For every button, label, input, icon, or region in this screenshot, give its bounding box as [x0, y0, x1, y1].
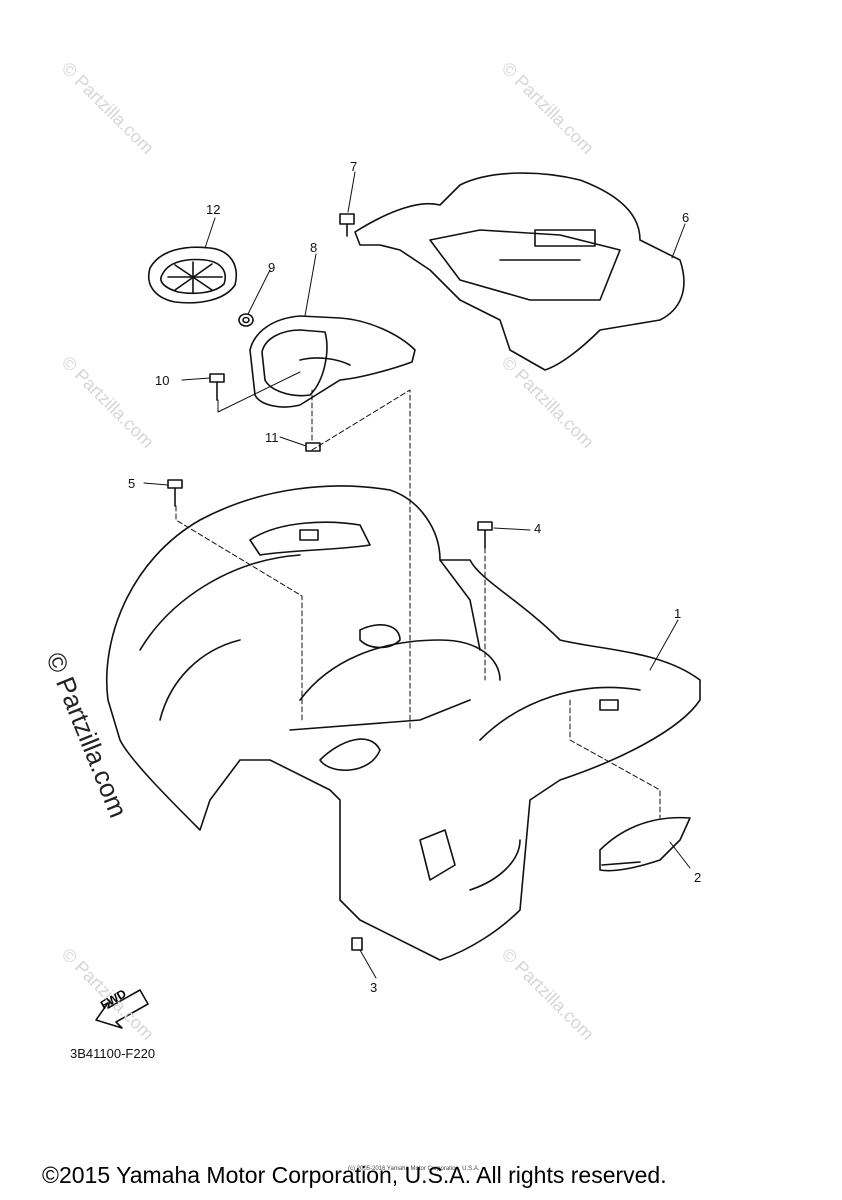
callout-12: 12 — [206, 202, 221, 217]
bolt-4 — [477, 521, 493, 549]
callout-10: 10 — [155, 373, 170, 388]
duct-cover — [249, 315, 416, 408]
clip — [351, 937, 363, 951]
leader-lines — [143, 171, 691, 979]
callout-11: 11 — [265, 430, 279, 445]
carrier-cover — [354, 172, 685, 371]
bolt-10 — [209, 373, 225, 401]
cap — [148, 246, 237, 304]
callout-3: 3 — [370, 980, 378, 995]
nut — [305, 442, 321, 452]
callout-9: 9 — [268, 260, 276, 275]
screw-7 — [339, 213, 355, 237]
callout-7: 7 — [350, 159, 358, 174]
mud-flap — [599, 816, 691, 872]
callout-6: 6 — [682, 210, 690, 225]
rear-fender — [105, 485, 701, 961]
fwd-arrow — [95, 989, 149, 1029]
callout-1: 1 — [674, 606, 682, 621]
part-code: 3B41100-F220 — [70, 1046, 156, 1061]
bolt-5 — [167, 479, 183, 507]
copyright-notice: ©2015 Yamaha Motor Corporation, U.S.A. A… — [42, 1162, 667, 1188]
callout-4: 4 — [534, 521, 542, 536]
grommet — [238, 313, 254, 327]
callout-8: 8 — [310, 240, 318, 255]
callout-2: 2 — [694, 870, 702, 885]
callout-5: 5 — [128, 476, 136, 491]
fine-print: (c) 2005-2016 Yamaha Motor Corporation, … — [348, 1166, 480, 1172]
